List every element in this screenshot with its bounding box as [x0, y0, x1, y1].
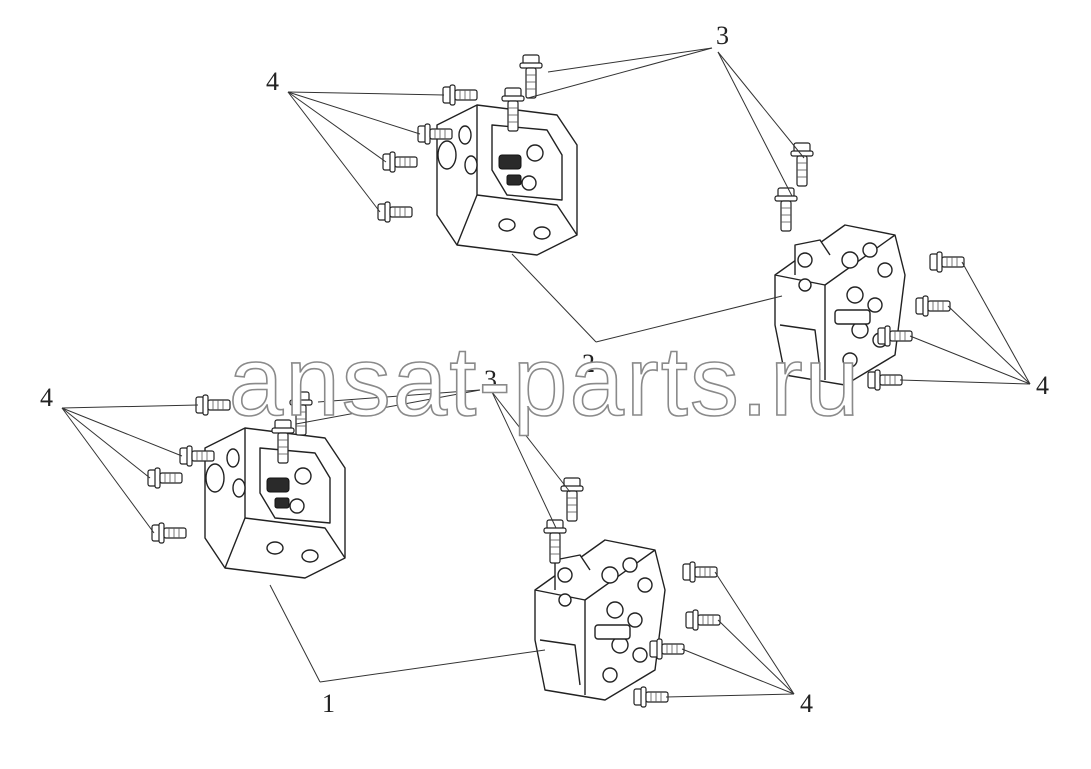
- bolt-4-right-a: [929, 251, 965, 273]
- callout-4-right: 4: [1036, 371, 1049, 400]
- bolt-4-mid-left-d: [151, 522, 187, 544]
- bolt-3-right-a: [790, 142, 814, 187]
- bolt-4-right-b: [915, 295, 951, 317]
- bolt-4-top-left-d: [377, 201, 413, 223]
- callout-4-top-left: 4: [266, 67, 279, 96]
- bolt-4-right-d: [867, 369, 903, 391]
- bolt-4-bottom-b: [685, 609, 721, 631]
- callout-2: 2: [582, 349, 595, 378]
- bolt-3-right-b: [774, 187, 798, 232]
- callout-4-bottom-right: 4: [800, 689, 813, 718]
- engine-mount-top-left: [436, 104, 578, 256]
- bolt-4-top-left-a: [442, 84, 478, 106]
- callout-3-mid: 3: [484, 365, 497, 394]
- bolt-4-top-left-c: [382, 151, 418, 173]
- callout-3-top: 3: [716, 21, 729, 50]
- bolt-4-mid-left-a: [195, 394, 231, 416]
- callout-4-mid-left: 4: [40, 383, 53, 412]
- engine-mount-mid-left: [204, 427, 346, 579]
- bolt-4-bottom-c: [649, 638, 685, 660]
- bolt-4-bottom-d: [633, 686, 669, 708]
- engine-mount-bottom-right: [534, 539, 666, 701]
- callout-1: 1: [322, 689, 335, 718]
- bolt-4-mid-left-c: [147, 467, 183, 489]
- bolt-4-bottom-a: [682, 561, 718, 583]
- leader-lines: [61, 47, 1031, 698]
- bolt-3-top-a: [519, 54, 543, 99]
- watermark: ansat-parts.ru: [229, 326, 862, 436]
